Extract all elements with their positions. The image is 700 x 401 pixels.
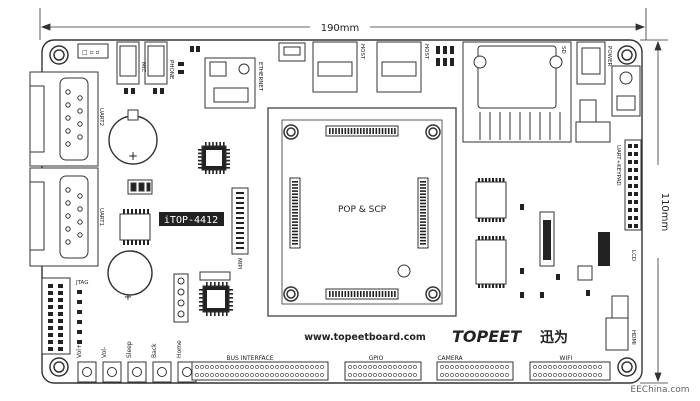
ic-right-upper [475,181,507,219]
ic-right-lower [475,239,507,285]
hdmi-port [605,317,629,351]
camera-header [436,361,514,381]
uart2-label: UART2 [98,108,104,126]
lcd-connector [598,232,610,266]
ethernet-label: ETHERNET [257,62,263,92]
gpio-label: GPIO [369,355,384,362]
width-dimension-label: 190mm [321,23,360,34]
gpio-header [344,361,422,381]
mounting-holes [49,45,637,377]
core-label: POP & SCP [338,205,387,215]
core-connector-bottom [325,288,399,300]
sd-pins [479,112,561,140]
button-label: Home [176,340,183,358]
watermark: EEChina.com [630,385,689,395]
power-label: POWER [606,46,612,67]
uart1-connector [29,167,99,267]
jtag-label: JTAG [75,280,88,286]
wifi-label: WIFI [560,355,573,362]
svg-text:+: + [128,149,138,163]
dimension-top [39,8,647,40]
smd-resistors-top [124,46,200,94]
header-left-small [173,273,189,323]
sd-label: SD [560,46,566,54]
uart-keypad-label: UART+KEYPAD [615,145,621,186]
smd-jtag [77,290,82,344]
brand-en: TOPEET [452,327,522,346]
mipi-label: MIPI [236,258,242,270]
ic-left-soic [119,213,151,241]
lcd-label: LCD [630,250,636,261]
bus-interface-label: BUS INTERFACE [227,355,274,362]
hdmi-label: HDMI [630,330,636,345]
camera-label: CAMERA [437,355,463,362]
small-header-2x [199,271,231,281]
uart1-label: UART1 [98,208,104,226]
core-holes [283,124,441,302]
button-label: Back [151,343,158,358]
wifi-header [529,361,611,381]
button-vol: Vol- [101,347,122,383]
small-chip-right [577,265,593,281]
svg-text:+: + [124,292,132,303]
bus-interface-header [191,361,329,381]
button-label: Vol+ [76,344,83,358]
model-label-box [159,212,224,226]
usb-host-ports [312,41,422,93]
brand-cn: 迅为 [540,329,568,346]
audio-jacks [116,41,168,85]
svg-text:□ ▫ ▫: □ ▫ ▫ [82,49,100,56]
jtag-header [41,277,71,355]
buttons-row: Vol+ Vol- Sleep Back Home [76,340,197,383]
uart2-connector [29,71,99,167]
core-battery-mark [397,264,411,278]
button-back: Back [151,343,172,383]
button-sleep: Sleep [126,341,147,383]
website-label: www.topeetboard.com [304,332,426,343]
host2-label: HOST [423,44,429,60]
uart-keypad-header [624,139,642,231]
height-dimension-label: 110mm [659,193,670,232]
button-label: Vol- [101,347,108,358]
model-label: iTOP-4412 [164,215,218,226]
core-connector-top [325,125,399,137]
dimension-right [640,39,668,384]
buzzer [107,250,153,296]
host-smd [436,46,454,66]
host1-label: HOST [359,44,365,60]
otg-port [611,295,629,321]
jumper-block [127,179,153,195]
button-label: Sleep [126,341,133,358]
button-vol: Vol+ [76,344,97,383]
top-left-chip [77,43,109,59]
smd-right [520,204,590,298]
bottom-headers [191,361,611,381]
phone-jack-label: PHONE [168,60,174,80]
mic-jack-label: MIC [140,62,146,72]
